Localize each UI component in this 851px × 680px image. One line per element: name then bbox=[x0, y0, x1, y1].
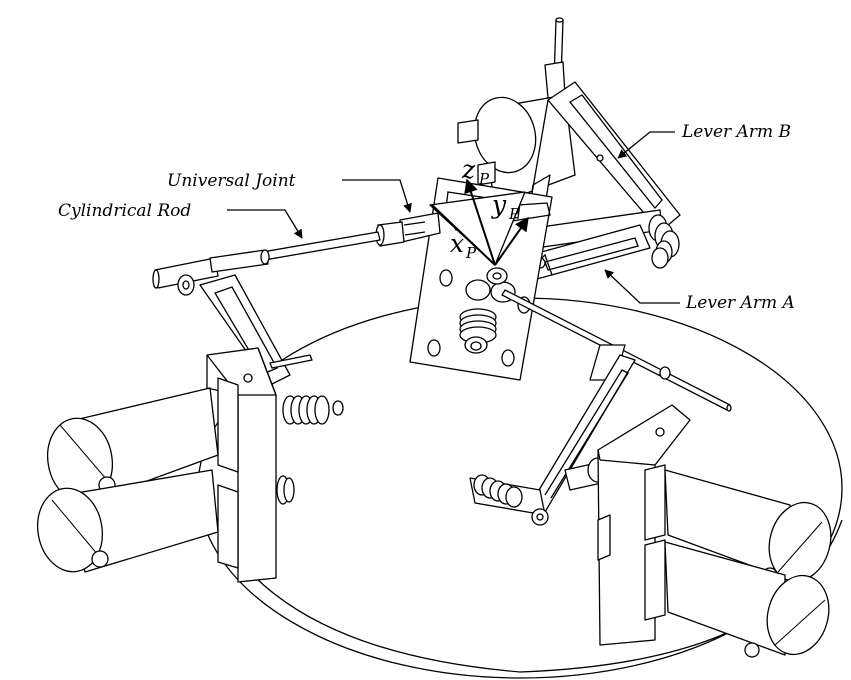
left-cylinder-lower bbox=[37, 469, 219, 573]
axis-y-label: y bbox=[491, 190, 507, 219]
axis-y-subscript: P bbox=[508, 205, 520, 223]
coordinate-frame bbox=[431, 178, 529, 266]
left-leg bbox=[177, 274, 313, 386]
label-cylindrical-rod: Cylindrical Rod bbox=[58, 201, 191, 221]
universal-joint bbox=[375, 212, 441, 247]
spring-right bbox=[648, 214, 680, 269]
label-lever-arm-a: Lever Arm A bbox=[685, 293, 795, 313]
spring-right-leg bbox=[473, 474, 523, 508]
right-cylinder-lower bbox=[664, 541, 830, 658]
lever-arm-b bbox=[519, 81, 681, 251]
label-lever-arm-b: Lever Arm B bbox=[681, 122, 791, 142]
right-leg bbox=[469, 354, 636, 526]
axis-x-label: x bbox=[450, 229, 464, 258]
label-universal-joint: Universal Joint bbox=[167, 171, 296, 191]
spring-left bbox=[282, 395, 344, 425]
axis-z-label: z bbox=[461, 155, 476, 184]
left-motor-block bbox=[206, 347, 344, 583]
upper-motor bbox=[457, 17, 576, 211]
lever-arm-a bbox=[504, 214, 680, 286]
callout-lines bbox=[227, 131, 680, 304]
axis-x-subscript: P bbox=[465, 244, 477, 262]
right-motor-block bbox=[597, 404, 691, 646]
cylindrical-rod bbox=[152, 231, 381, 289]
spring-bottom bbox=[459, 308, 497, 354]
axis-z-subscript: P bbox=[478, 170, 490, 188]
